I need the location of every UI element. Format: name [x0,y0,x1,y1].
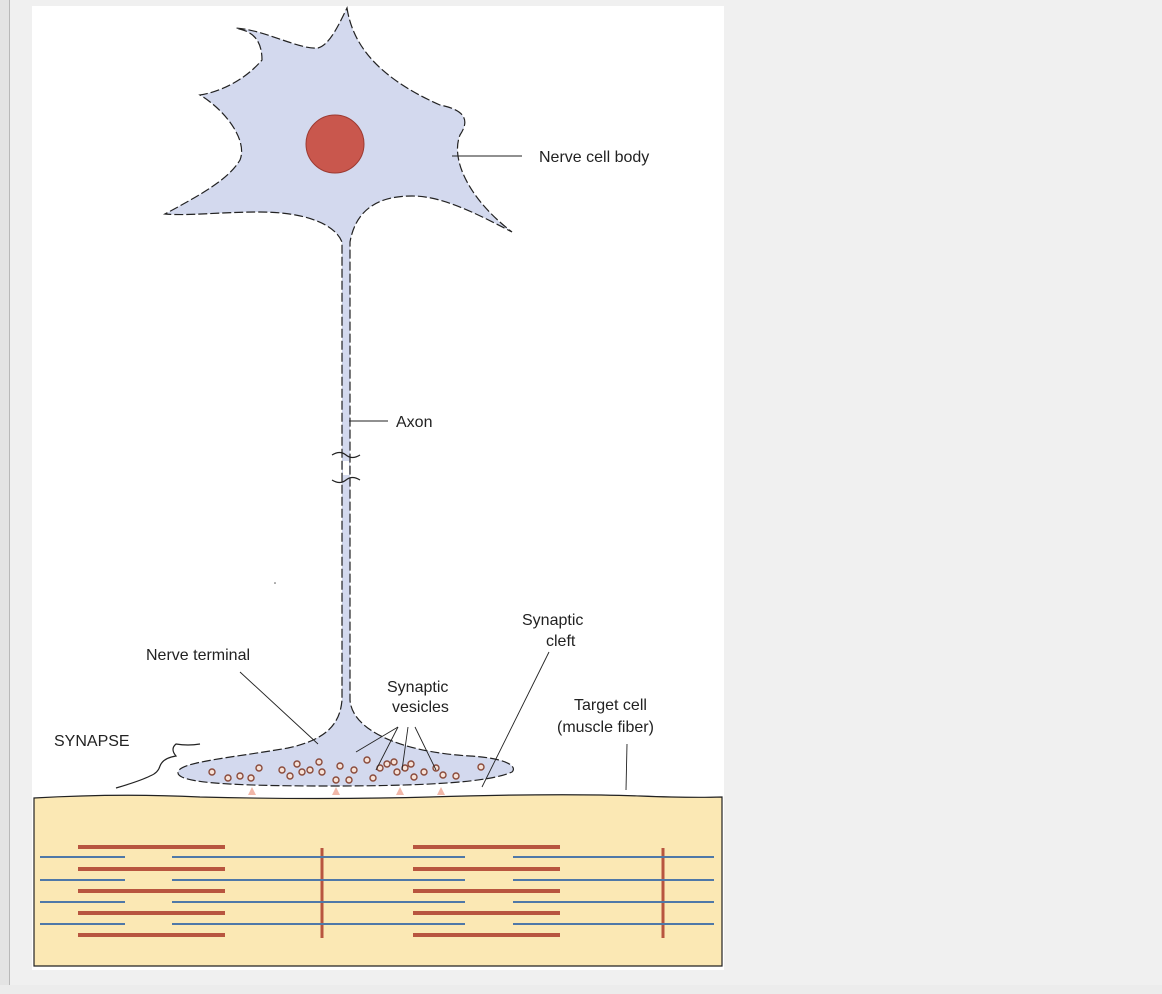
label-nerve-terminal: Nerve terminal [146,647,250,664]
label-synapse: SYNAPSE [54,733,130,750]
label-synaptic-vesicles-line1: Synaptic [387,679,448,696]
label-nerve-cell-body: Nerve cell body [539,149,649,166]
empty-side-panel [724,6,1162,985]
diagram-canvas: Nerve cell body Axon Nerve terminal Syna… [32,6,724,970]
nucleus [306,115,364,173]
window-bottom-edge [0,985,1162,994]
label-target-cell-line2: (muscle fiber) [557,719,654,736]
receptors [248,787,445,795]
neuron-synapse-diagram: Nerve cell body Axon Nerve terminal Syna… [32,6,724,970]
label-target-cell-line1: Target cell [574,697,647,714]
window-left-edge [0,0,10,994]
label-synaptic-cleft-line2: cleft [546,633,576,650]
label-axon: Axon [396,414,432,431]
label-synaptic-vesicles-line2: vesicles [392,699,449,716]
label-synaptic-cleft-line1: Synaptic [522,612,583,629]
